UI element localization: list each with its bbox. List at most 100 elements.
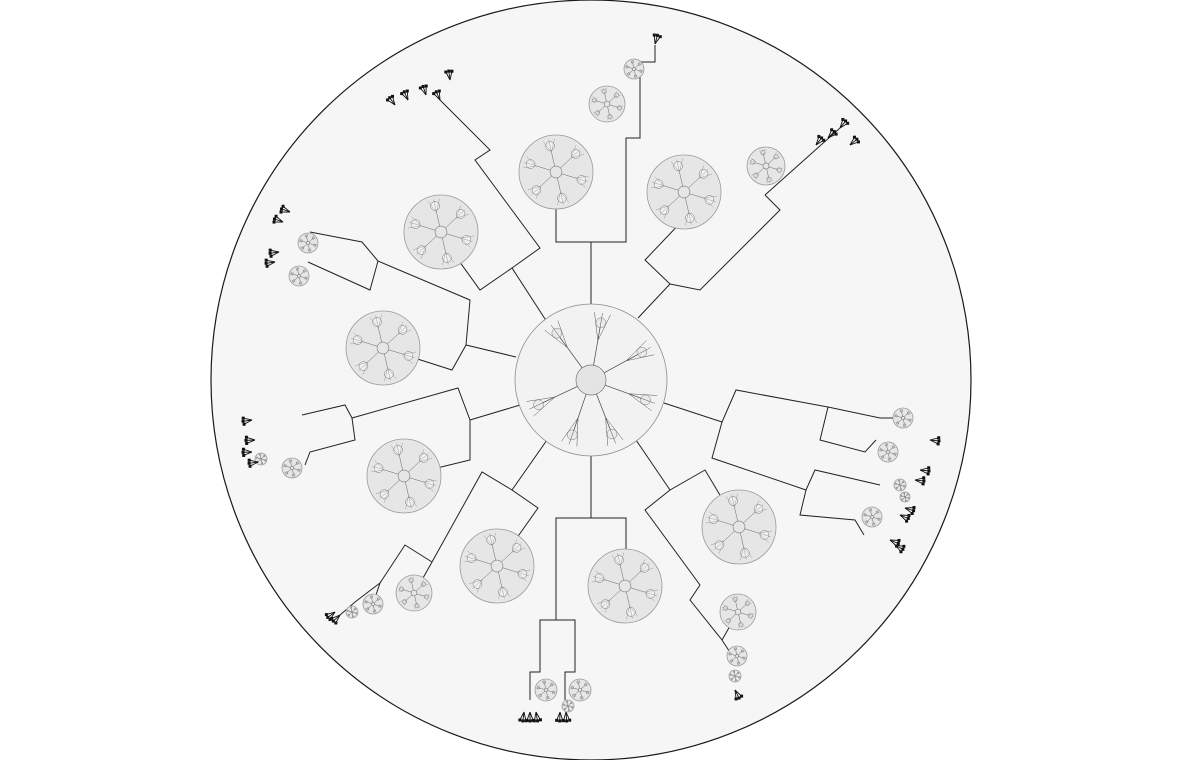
cluster-core xyxy=(306,241,310,245)
cluster-twig xyxy=(882,455,885,460)
cluster-core xyxy=(732,520,746,534)
cluster-twig xyxy=(543,680,545,685)
leaf-group xyxy=(386,94,396,106)
cluster-node-large xyxy=(701,489,777,565)
cluster-spoke xyxy=(620,566,624,581)
cluster-spoke xyxy=(734,672,736,676)
cluster-disc xyxy=(719,593,757,631)
cluster-node-large xyxy=(345,310,421,386)
cluster-twig xyxy=(584,683,588,687)
cluster-twig xyxy=(738,621,741,629)
cluster-twig xyxy=(369,317,379,329)
cluster-twig xyxy=(875,511,880,514)
cluster-twig xyxy=(889,457,891,461)
cluster-twig xyxy=(550,682,553,686)
branch-edge-sw xyxy=(339,582,381,616)
cluster-twig xyxy=(745,598,748,606)
cluster-twig xyxy=(455,213,470,219)
leaf-node xyxy=(834,132,838,136)
cluster-twig xyxy=(893,453,897,457)
leaf-group xyxy=(827,128,838,139)
leaf-node xyxy=(241,447,245,451)
cluster-twig xyxy=(904,423,907,427)
cluster-spoke xyxy=(607,106,610,114)
cluster-spoke xyxy=(578,684,580,689)
cluster-spoke xyxy=(351,612,353,616)
cluster-twig xyxy=(378,604,382,606)
cluster-spoke xyxy=(414,595,417,603)
cluster-twig xyxy=(284,471,289,474)
cluster-disc xyxy=(345,310,421,386)
cluster-spoke xyxy=(565,706,568,709)
leaf-node xyxy=(269,254,273,258)
root-twig xyxy=(625,347,651,362)
cluster-spoke xyxy=(899,485,901,489)
cluster-node-large xyxy=(587,548,663,624)
leaf-group xyxy=(330,614,341,625)
cluster-spoke xyxy=(605,579,620,585)
leaf-node xyxy=(245,441,249,445)
cluster-twig xyxy=(416,245,427,255)
root-twig xyxy=(605,417,624,441)
cluster-twig xyxy=(614,90,617,98)
cluster-node-small xyxy=(893,478,907,492)
leaf-node xyxy=(528,719,532,723)
cluster-core xyxy=(886,450,890,454)
cluster-spoke xyxy=(352,609,355,612)
cluster-twig xyxy=(375,489,390,495)
cluster-spoke xyxy=(404,589,412,593)
cluster-twig xyxy=(903,423,905,428)
leaf-node xyxy=(405,89,409,93)
cluster-twig xyxy=(639,559,646,573)
cluster-twig xyxy=(408,495,412,509)
leaf-node xyxy=(846,121,850,125)
leaf-node xyxy=(268,248,272,252)
cluster-twig xyxy=(411,216,422,227)
cluster-spoke xyxy=(297,270,299,275)
cluster-twig xyxy=(747,613,755,616)
cluster-twig xyxy=(584,682,587,686)
leaf-node xyxy=(524,719,528,723)
cluster-twig xyxy=(263,455,266,457)
cluster-twig xyxy=(620,552,624,567)
leaf-node xyxy=(265,264,269,268)
cluster-twig xyxy=(585,691,589,695)
cluster-twig xyxy=(379,489,390,499)
cluster-core xyxy=(410,589,418,597)
cluster-twig xyxy=(659,205,670,215)
cluster-twig xyxy=(264,459,266,462)
cluster-twig xyxy=(742,657,746,659)
cluster-twig xyxy=(370,595,372,599)
cluster-disc xyxy=(646,154,722,230)
cluster-twig xyxy=(906,410,909,415)
cluster-twig xyxy=(654,176,665,187)
cluster-core xyxy=(733,674,737,678)
leaf-node xyxy=(899,550,903,554)
cluster-twig xyxy=(879,449,883,451)
branch-edge-wsw xyxy=(304,417,356,466)
cluster-twig xyxy=(347,609,349,612)
leaf-node xyxy=(247,461,251,465)
leaf-node xyxy=(532,719,536,723)
cluster-twig xyxy=(753,172,759,178)
root-cluster-core xyxy=(575,364,607,396)
cluster-twig xyxy=(730,678,733,680)
cluster-core xyxy=(297,274,301,278)
cluster-spoke xyxy=(897,416,902,418)
leaf-node xyxy=(434,90,438,94)
cluster-disc xyxy=(403,194,479,270)
leaf-node xyxy=(264,258,268,262)
cluster-disc xyxy=(892,407,914,429)
cluster-twig xyxy=(371,594,373,599)
cluster-spoke xyxy=(738,656,743,658)
cluster-twig xyxy=(376,598,381,601)
cluster-twig xyxy=(295,460,298,465)
cluster-twig xyxy=(893,453,897,455)
cluster-twig xyxy=(364,602,368,604)
branch-edge-east xyxy=(799,489,865,536)
leaf-node xyxy=(922,479,926,483)
cluster-twig xyxy=(639,563,650,573)
cluster-twig xyxy=(536,686,541,689)
cluster-spoke xyxy=(743,512,755,524)
cluster-spoke xyxy=(679,172,683,187)
